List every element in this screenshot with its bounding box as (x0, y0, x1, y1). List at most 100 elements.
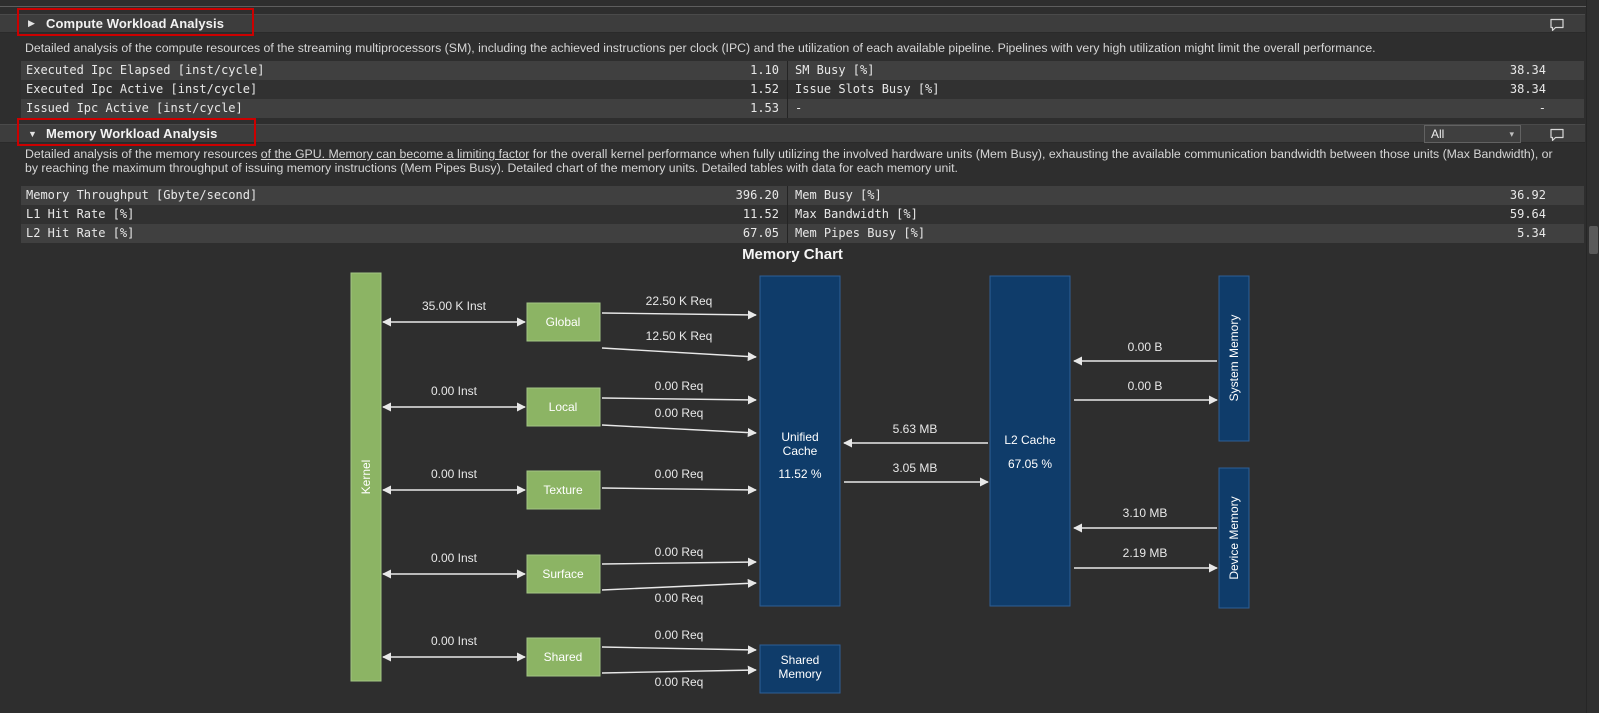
metric-label: - (795, 101, 803, 115)
system-memory-label: System Memory (1227, 315, 1241, 402)
metric-value: 59.64 (1509, 207, 1546, 221)
unified-cache-node (759, 275, 841, 607)
compute-section-header[interactable]: ▶ Compute Workload Analysis (0, 14, 1585, 33)
link-label: 35.00 K Inst (422, 299, 487, 313)
metric-cell: Executed Ipc Elapsed [inst/cycle] 1.10 (21, 61, 787, 80)
chevron-down-icon: ▾ (1509, 128, 1514, 139)
dropdown-selected-value: All (1431, 127, 1445, 141)
metric-label: Issued Ipc Active [inst/cycle] (26, 101, 243, 115)
link-label: 0.00 Req (655, 675, 704, 689)
metric-label: Max Bandwidth [%] (795, 207, 918, 221)
metric-label: L1 Hit Rate [%] (26, 207, 135, 221)
comment-bubble-icon[interactable] (1549, 128, 1565, 142)
system-memory-node (1218, 275, 1250, 442)
link-label: 0.00 Inst (431, 467, 478, 481)
memory-chart-title: Memory Chart (742, 246, 843, 263)
shared-node-label: Shared (544, 650, 583, 664)
metric-value: - (1538, 101, 1546, 115)
bandwidth-links: 5.63 MB 3.05 MB 0.00 B 0.00 B 3.10 MB 2.… (843, 340, 1218, 573)
link-label: 0.00 Req (655, 628, 704, 642)
scrollbar-thumb[interactable] (1589, 226, 1598, 254)
link-label: 0.00 B (1128, 379, 1163, 393)
shared-memory-label: Shared (781, 653, 820, 667)
unified-cache-label: Unified (781, 430, 818, 444)
device-memory-node (1218, 467, 1250, 609)
metric-value: 36.92 (1509, 188, 1546, 202)
metric-value: 38.34 (1509, 82, 1546, 96)
metric-cell: Executed Ipc Active [inst/cycle] 1.52 (21, 80, 787, 99)
metric-cell: - - (787, 99, 1584, 118)
metric-label: Executed Ipc Elapsed [inst/cycle] (26, 63, 265, 77)
request-links: 22.50 K Req 12.50 K Req 0.00 Req 0.00 Re… (601, 294, 757, 689)
local-unified-arrow-1 (601, 395, 757, 405)
local-node-label: Local (549, 400, 578, 414)
shared-sharedmem-arrow-2 (601, 665, 757, 675)
texture-node (526, 470, 601, 510)
metric-cell: Issued Ipc Active [inst/cycle] 1.53 (21, 99, 787, 118)
comment-bubble-icon[interactable] (1549, 18, 1565, 32)
vertical-scrollbar[interactable] (1586, 0, 1599, 713)
metric-row: Executed Ipc Active [inst/cycle] 1.52 Is… (21, 80, 1584, 99)
metric-value: 67.05 (742, 226, 779, 240)
shared-sharedmem-arrow-1 (601, 645, 757, 655)
metric-cell: Mem Busy [%] 36.92 (787, 186, 1584, 205)
metric-cell: Issue Slots Busy [%] 38.34 (787, 80, 1584, 99)
link-label: 0.00 Inst (431, 634, 478, 648)
metric-row: L2 Hit Rate [%] 67.05 Mem Pipes Busy [%]… (21, 224, 1584, 243)
metric-value: 38.34 (1509, 63, 1546, 77)
kernel-instruction-links: 35.00 K Inst 0.00 Inst 0.00 Inst 0.00 In… (382, 299, 526, 662)
surface-node (526, 554, 601, 594)
description-link[interactable]: of the GPU. Memory can become a limiting… (260, 147, 530, 161)
body-filter-dropdown[interactable]: All ▾ (1424, 125, 1521, 143)
local-unified-arrow-2 (601, 424, 757, 438)
metric-value: 1.10 (750, 63, 779, 77)
link-label: 0.00 Req (655, 591, 704, 605)
link-label: 2.19 MB (1123, 546, 1168, 560)
metric-cell: Mem Pipes Busy [%] 5.34 (787, 224, 1584, 243)
memory-section-header[interactable]: ▼ Memory Workload Analysis (0, 124, 1585, 143)
link-label: 0.00 B (1128, 340, 1163, 354)
metric-label: Executed Ipc Active [inst/cycle] (26, 82, 258, 96)
memory-metrics-table: Memory Throughput [Gbyte/second] 396.20 … (21, 186, 1584, 243)
metric-value: 1.53 (750, 101, 779, 115)
global-unified-arrow-2 (601, 347, 757, 362)
surface-unified-arrow-2 (601, 578, 757, 591)
shared-memory-node (759, 644, 841, 694)
metric-cell: SM Busy [%] 38.34 (787, 61, 1584, 80)
global-unified-arrow-1 (601, 310, 757, 320)
metric-cell: L2 Hit Rate [%] 67.05 (21, 224, 787, 243)
metric-label: L2 Hit Rate [%] (26, 226, 135, 240)
metric-cell: Max Bandwidth [%] 59.64 (787, 205, 1584, 224)
kernel-node-label: Kernel (359, 460, 373, 495)
surface-unified-arrow-1 (601, 557, 757, 567)
metric-value: 396.20 (735, 188, 779, 202)
link-label: 3.05 MB (893, 461, 938, 475)
l2-cache-label: L2 Cache (1004, 433, 1056, 447)
shared-node (526, 637, 601, 677)
link-label: 0.00 Req (655, 467, 704, 481)
metric-cell: L1 Hit Rate [%] 11.52 (21, 205, 787, 224)
collapse-right-icon: ▶ (28, 18, 35, 28)
link-label: 0.00 Inst (431, 384, 478, 398)
kernel-node (350, 272, 382, 682)
texture-node-label: Texture (543, 483, 583, 497)
shared-memory-label: Memory (778, 667, 821, 681)
global-node-label: Global (546, 315, 581, 329)
link-label: 22.50 K Req (646, 294, 713, 308)
metric-cell: Memory Throughput [Gbyte/second] 396.20 (21, 186, 787, 205)
l2-cache-hit-rate: 67.05 % (1008, 457, 1052, 471)
l2-cache-node (989, 275, 1071, 607)
memory-chart-diagram: Kernel Global Local Texture Surface Shar… (350, 272, 1250, 694)
metric-value: 5.34 (1517, 226, 1546, 240)
global-node (526, 302, 601, 342)
metric-label: Issue Slots Busy [%] (795, 82, 940, 96)
collapse-down-icon: ▼ (28, 128, 37, 139)
unified-cache-hit-rate: 11.52 % (778, 467, 821, 481)
compute-section-description: Detailed analysis of the compute resourc… (25, 41, 1376, 55)
memory-section-description: Detailed analysis of the memory resource… (25, 147, 1565, 175)
device-memory-label: Device Memory (1227, 496, 1241, 579)
compute-metrics-table: Executed Ipc Elapsed [inst/cycle] 1.10 S… (21, 61, 1584, 118)
link-label: 3.10 MB (1123, 506, 1168, 520)
metric-label: Mem Busy [%] (795, 188, 882, 202)
